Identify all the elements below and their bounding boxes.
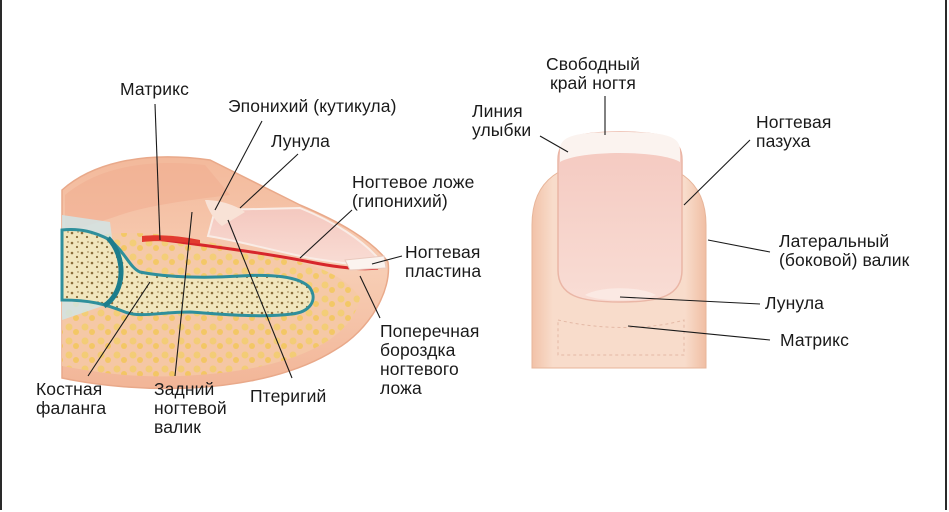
label-free-edge-line1: Свободный [546,55,640,74]
label-nail-bed-line1: Ногтевое ложе [352,173,474,192]
label-lunula-right-text: Лунула [765,294,824,313]
label-nail-plate-line2: пластина [405,262,481,281]
label-free-edge: Свободный край ногтя [546,55,640,93]
label-pterygium: Птеригий [250,387,326,406]
label-lunula-right: Лунула [765,294,824,313]
label-groove-line3: ногтевого [380,360,479,379]
label-lateral-line1: Латеральный [779,232,909,251]
label-nail-plate: Ногтевая пластина [405,243,481,281]
label-pterygium-text: Птеригий [250,387,326,406]
label-fold-line2: ногтевой [154,399,227,418]
label-lunula: Лунула [271,132,330,151]
label-eponychium-text: Эпонихий (кутикула) [228,97,397,116]
label-nail-bed: Ногтевое ложе (гипонихий) [352,173,474,211]
label-matrix-right: Матрикс [780,331,849,350]
label-nail-bed-line2: (гипонихий) [352,192,474,211]
label-lateral-line2: (боковой) валик [779,251,909,270]
label-smile-line2: улыбки [472,121,531,140]
label-matrix: Матрикс [120,80,189,99]
label-sinus-line1: Ногтевая [756,113,831,132]
label-matrix-right-text: Матрикс [780,331,849,350]
label-lunula-text: Лунула [271,132,330,151]
label-proximal-fold: Задний ногтевой валик [154,380,227,437]
leader-lateral [708,240,770,252]
nail-plate-top [558,132,682,302]
label-groove-line2: бороздка [380,341,479,360]
label-groove-line1: Поперечная [380,322,479,341]
label-nail-plate-line1: Ногтевая [405,243,481,262]
label-free-edge-line2: край ногтя [546,74,640,93]
label-fold-line1: Задний [154,380,227,399]
label-groove-line4: ложа [380,379,479,398]
label-bone-phalanx: Костная фаланга [36,380,106,418]
label-transverse-groove: Поперечная бороздка ногтевого ложа [380,322,479,398]
label-matrix-text: Матрикс [120,80,189,99]
leader-sinus [684,140,750,205]
label-nail-sinus: Ногтевая пазуха [756,113,831,151]
label-smile-line: Линия улыбки [472,102,531,140]
label-lateral-fold: Латеральный (боковой) валик [779,232,909,270]
finger-top-view [532,132,706,368]
label-bone-line1: Костная [36,380,106,399]
label-bone-line2: фаланга [36,399,106,418]
label-eponychium: Эпонихий (кутикула) [228,97,397,116]
label-smile-line1: Линия [472,102,531,121]
label-fold-line3: валик [154,418,227,437]
label-sinus-line2: пазуха [756,132,831,151]
